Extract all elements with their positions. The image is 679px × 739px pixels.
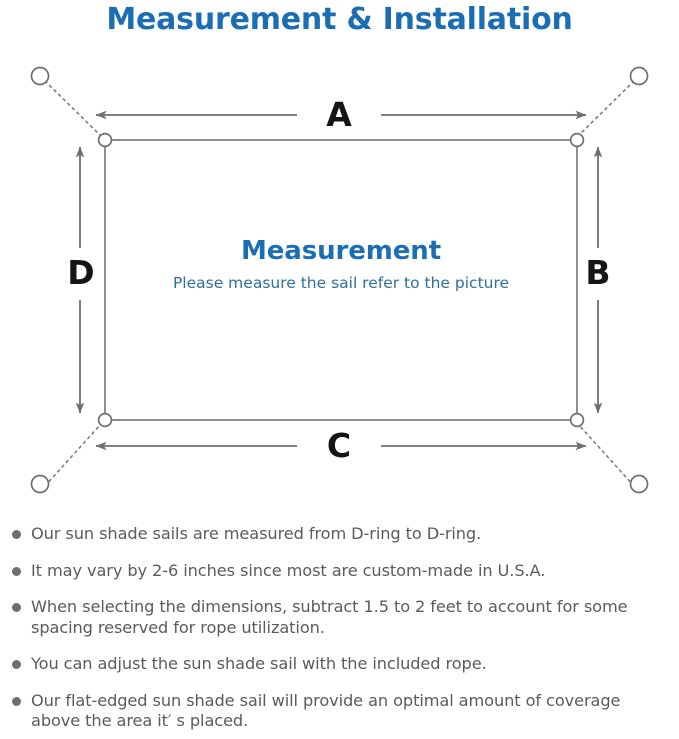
list-item: When selecting the dimensions, subtract … [0, 597, 679, 638]
d-ring-bottom-left [97, 412, 113, 428]
page-title: Measurement & Installation [106, 2, 573, 37]
rope-line-bottom-right [577, 423, 635, 487]
sail-body [104, 139, 578, 421]
bullet-icon [12, 566, 21, 576]
notes-list: Our sun shade sails are measured from D-… [0, 524, 679, 732]
sail-center-caption: Measurement Please measure the sail refe… [105, 236, 577, 292]
anchor-point-top-right [629, 66, 649, 86]
bullet-icon [12, 603, 21, 613]
measurement-diagram: A B C D Measurement Please measure the s… [0, 52, 679, 512]
diagram-canvas [30, 66, 649, 494]
d-rings [97, 132, 585, 428]
d-ring-top-right [569, 132, 585, 148]
note-text: You can adjust the sun shade sail with t… [31, 654, 487, 674]
bullet-icon [12, 696, 21, 706]
list-item: It may vary by 2-6 inches since most are… [0, 561, 679, 582]
anchor-points [30, 66, 649, 494]
measurement-subtext: Please measure the sail refer to the pic… [172, 273, 510, 292]
bullet-icon [12, 530, 21, 539]
measurement-heading: Measurement [240, 236, 442, 266]
dimension-label-a: A [326, 95, 352, 134]
rope-lines [44, 80, 635, 487]
note-text: Our sun shade sails are measured from D-… [31, 524, 482, 543]
rope-line-bottom-left [44, 423, 102, 487]
rope-line-top-right [577, 80, 635, 137]
note-text: When selecting the dimensions, subtract … [31, 597, 628, 637]
list-item: Our sun shade sails are measured from D-… [0, 524, 679, 545]
d-ring-top-left [97, 132, 113, 148]
dimension-label-d: D [67, 253, 95, 292]
anchor-point-bottom-left [30, 474, 50, 494]
list-item: You can adjust the sun shade sail with t… [0, 654, 679, 675]
list-item: Our flat-edged sun shade sail will provi… [0, 691, 679, 732]
rope-line-top-left [44, 80, 102, 137]
dimension-label-c: C [326, 426, 352, 465]
anchor-point-top-left [30, 66, 50, 86]
anchor-point-bottom-right [629, 474, 649, 494]
note-text: It may vary by 2-6 inches since most are… [31, 560, 546, 580]
note-text: Our flat-edged sun shade sail will provi… [31, 690, 621, 731]
dimension-label-b: B [585, 253, 611, 292]
d-ring-bottom-right [569, 412, 585, 428]
bullet-icon [12, 660, 21, 670]
